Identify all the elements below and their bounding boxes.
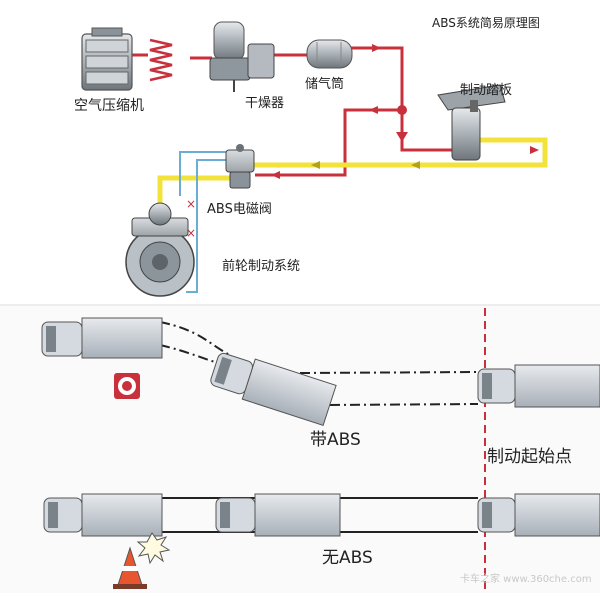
truck-without-abs-stop	[477, 493, 600, 537]
abs-valve	[225, 144, 255, 189]
air-tank	[306, 39, 353, 69]
diagram-title: ABS系统简易原理图	[432, 16, 540, 30]
control-arrows	[311, 161, 420, 169]
label-front-brake: 前轮制动系统	[222, 259, 301, 274]
cut-mark-2: ×	[186, 226, 196, 240]
target-marker-icon	[114, 373, 140, 399]
watermark: 卡车之家 www.360che.com	[460, 574, 592, 585]
cut-mark-1: ×	[186, 197, 196, 211]
signal-lines	[179, 151, 228, 293]
truck-with-abs-stop	[477, 364, 600, 408]
truck-with-abs-start	[41, 317, 163, 359]
air-lines	[125, 46, 458, 177]
flow-arrows	[271, 44, 539, 179]
control-lines	[157, 137, 548, 205]
coil-spring	[149, 38, 173, 82]
label-brake-start: 制动起始点	[487, 447, 572, 467]
label-without-abs: 无ABS	[322, 548, 373, 568]
front-brake-assembly	[125, 202, 195, 297]
label-abs-valve: ABS电磁阀	[207, 202, 272, 217]
truck-without-abs-start	[43, 493, 163, 537]
traffic-cone-icon	[113, 546, 147, 589]
brake-pedal	[437, 84, 506, 161]
line-junction	[397, 105, 407, 115]
label-compressor: 空气压缩机	[74, 98, 144, 114]
label-pedal: 制动踏板	[460, 83, 513, 98]
air-compressor	[81, 27, 133, 91]
label-with-abs: 带ABS	[310, 430, 361, 450]
truck-without-abs-middle	[215, 493, 341, 537]
truck-with-abs-turning	[210, 352, 337, 427]
air-dryer	[209, 21, 275, 92]
label-dryer: 干燥器	[245, 96, 285, 111]
impact-burst-icon	[136, 532, 171, 565]
label-tank: 储气筒	[305, 77, 345, 92]
